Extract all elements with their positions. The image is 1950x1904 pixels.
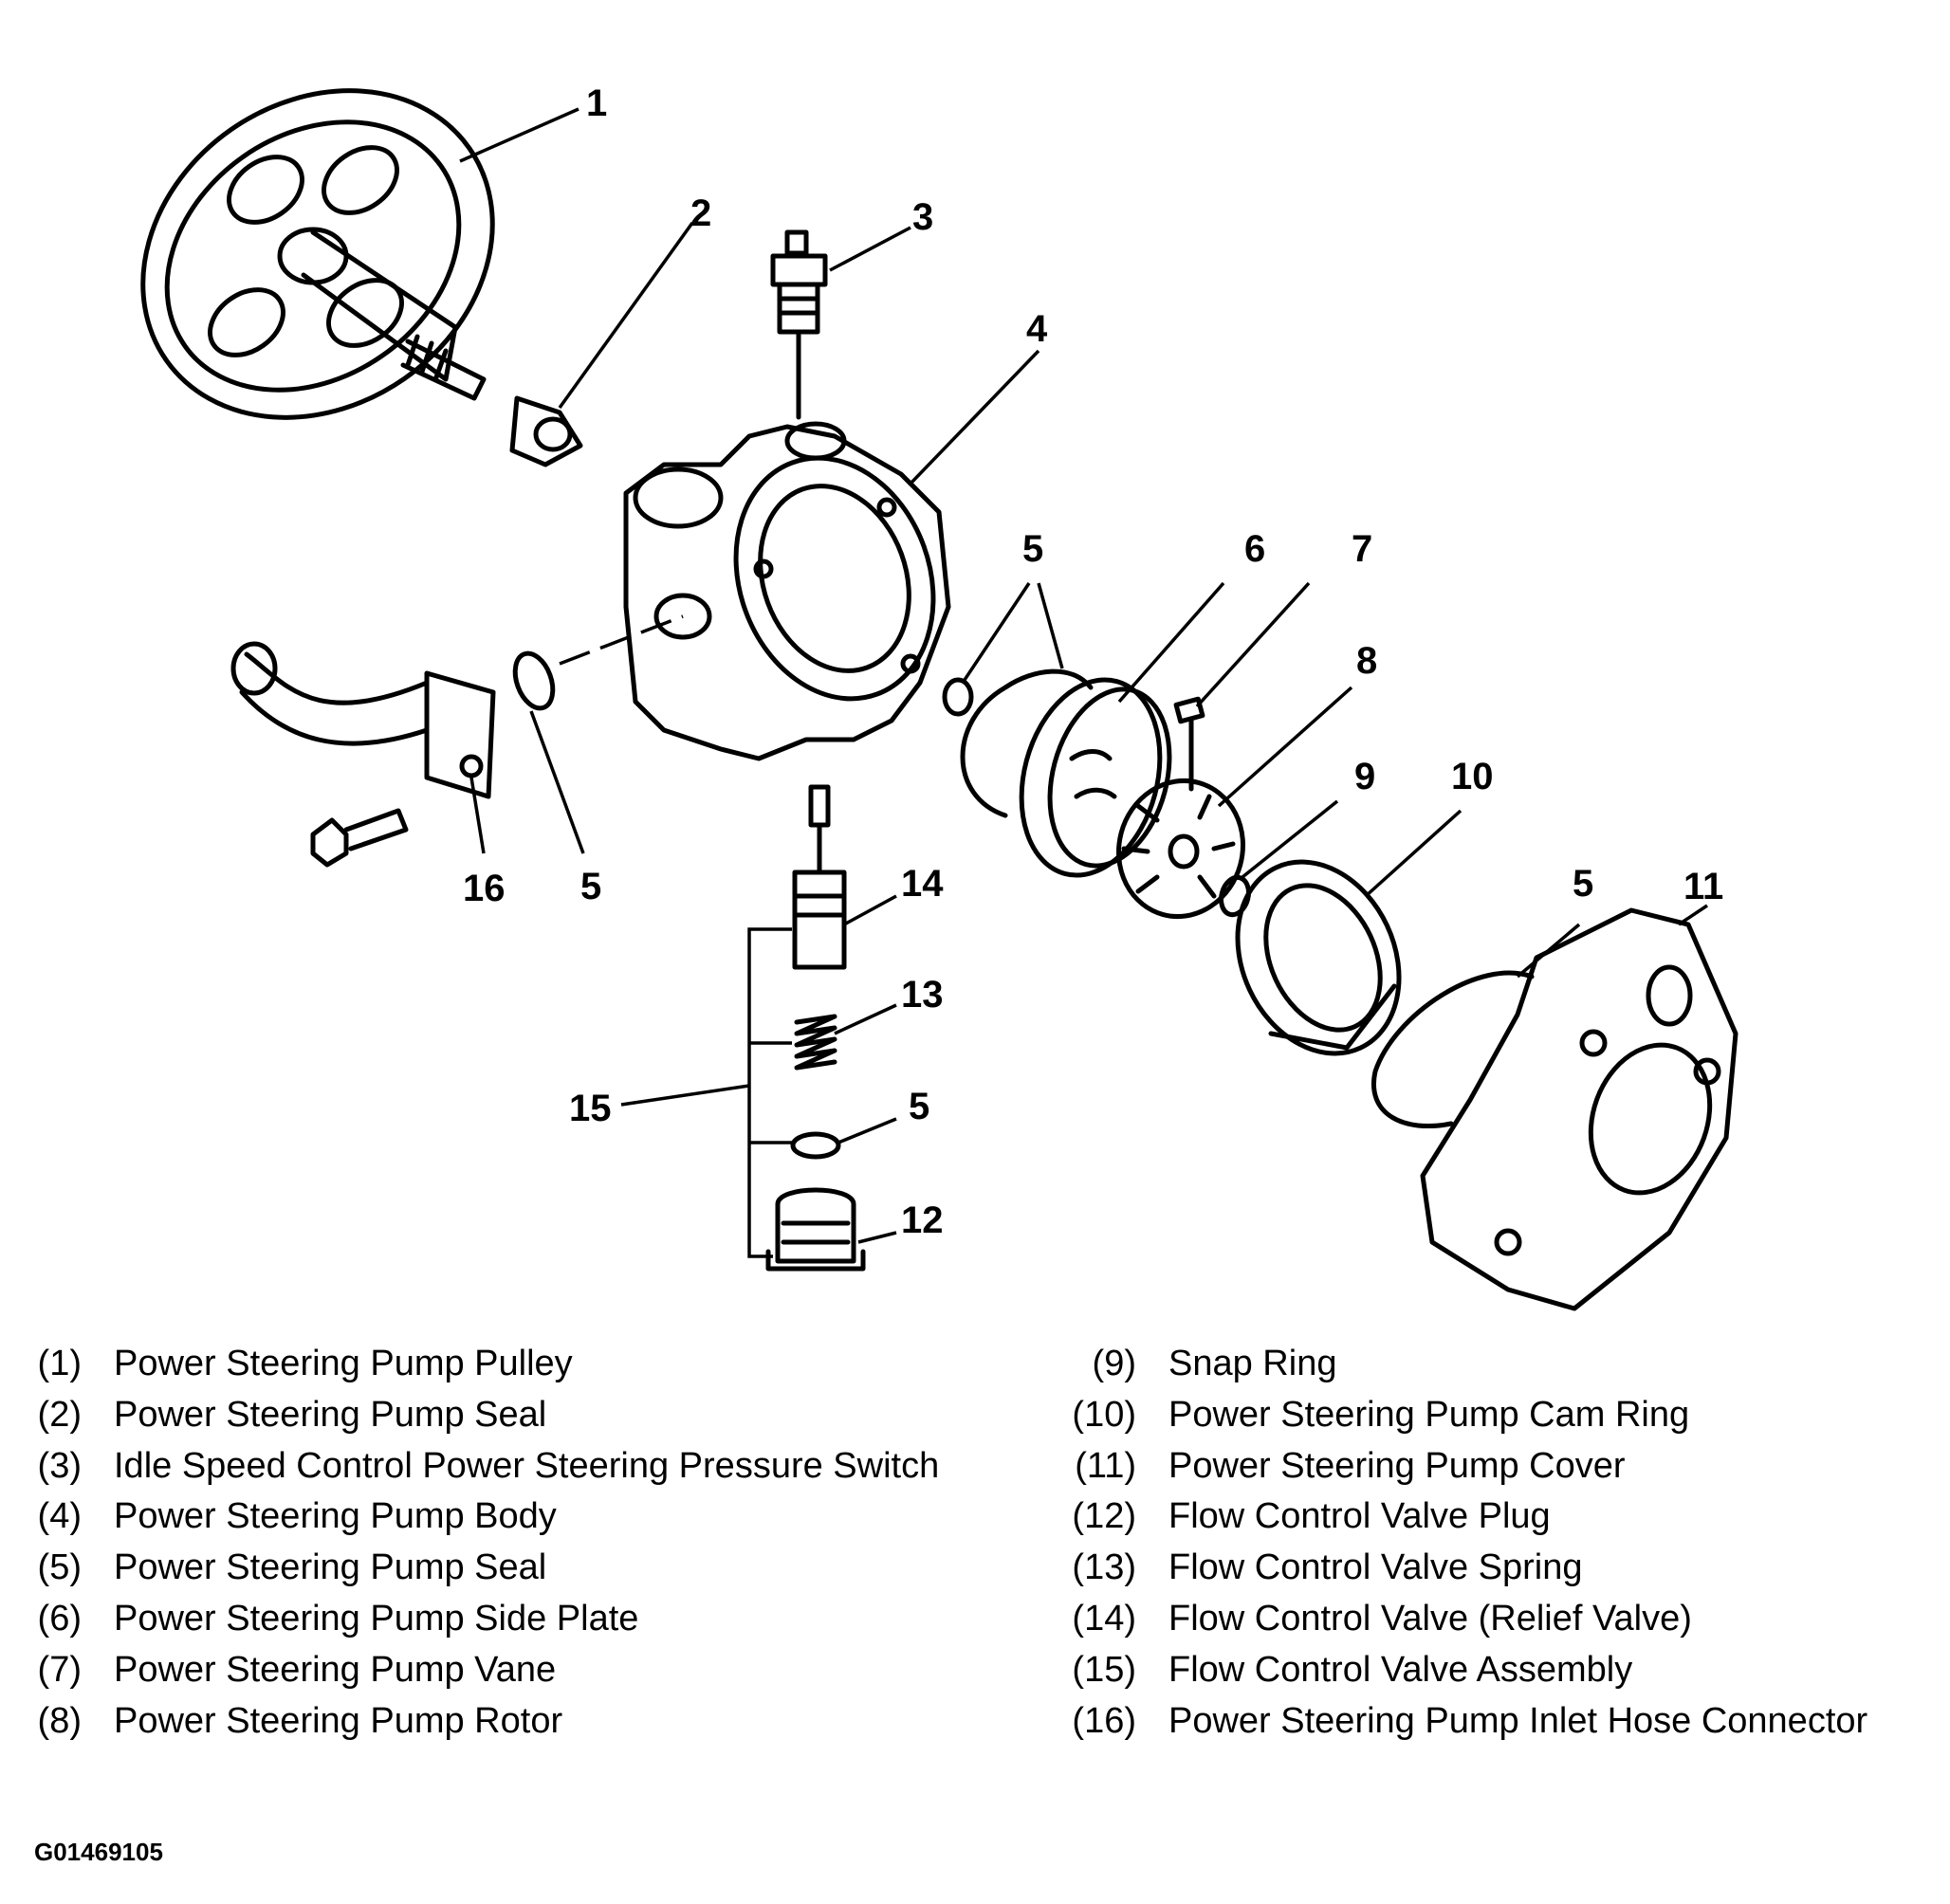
legend-item-text: Flow Control Valve Assembly <box>1168 1649 1633 1690</box>
legend-item-text: Flow Control Valve Spring <box>1168 1547 1583 1588</box>
flow-control-valve-drawing <box>765 784 866 1272</box>
legend-item-number: (7) <box>37 1649 82 1690</box>
legend-item: (16) Power Steering Pump Inlet Hose Conne… <box>1053 1700 1944 1742</box>
callout-5-left: 5 <box>580 866 601 907</box>
legend-item-number: (3) <box>37 1445 82 1486</box>
legend-item: (10) Power Steering Pump Cam Ring <box>1053 1394 1944 1436</box>
callout-5-center: 5 <box>1022 528 1043 570</box>
legend-item-number: (9) <box>1092 1344 1136 1383</box>
legend-item-text: Power Steering Pump Seal <box>114 1394 547 1435</box>
legend-item: (9) Snap Ring <box>1053 1344 1944 1384</box>
callout-12: 12 <box>901 1199 944 1241</box>
legend-item-text: Power Steering Pump Pulley <box>114 1344 573 1383</box>
legend-item-text: Power Steering Pump Vane <box>114 1649 557 1690</box>
pump-cover-drawing <box>1420 907 1738 1311</box>
callout-10: 10 <box>1451 756 1494 797</box>
legend-item-number: (8) <box>37 1700 82 1741</box>
pump-seal-2-drawing <box>509 395 583 467</box>
cam-ring-drawing <box>1235 859 1402 1056</box>
callout-4: 4 <box>1026 308 1048 350</box>
callout-7: 7 <box>1352 528 1372 570</box>
legend-left: (1) Power Steering Pump Pulley (2) Power St… <box>0 1344 948 1752</box>
legend-item-text: Power Steering Pump Seal <box>114 1547 547 1588</box>
legend-item-number: (16) <box>1072 1700 1136 1741</box>
legend-item-text: Power Steering Pump Side Plate <box>114 1598 639 1639</box>
seal-5-cover-drawing <box>1371 970 1535 1129</box>
vane-drawing <box>1173 696 1205 792</box>
legend-item: (13) Flow Control Valve Spring <box>1053 1547 1944 1588</box>
callout-5-valve: 5 <box>909 1086 929 1127</box>
legend-item-text: Power Steering Pump Body <box>114 1496 557 1537</box>
callout-13: 13 <box>901 974 944 1016</box>
leader-lines <box>459 107 1708 1258</box>
legend-item: (1) Power Steering Pump Pulley <box>0 1344 948 1384</box>
legend-item-number: (4) <box>37 1496 82 1537</box>
legend-item-text: Flow Control Valve Plug <box>1168 1496 1551 1537</box>
legend-item-number: (2) <box>37 1394 82 1435</box>
legend-item-number: (5) <box>37 1547 82 1588</box>
legend-item: (8) Power Steering Pump Rotor <box>0 1700 948 1742</box>
legend-item: (4) Power Steering Pump Body <box>0 1497 948 1537</box>
legend-item-number: (13) <box>1072 1547 1136 1588</box>
callout-11: 11 <box>1683 866 1723 907</box>
pressure-switch-drawing <box>770 229 828 420</box>
callout-3: 3 <box>912 196 933 238</box>
legend-item-number: (6) <box>37 1598 82 1639</box>
legend-right: (9) Snap Ring (10) Power Steering Pump Cam … <box>1053 1344 1944 1752</box>
legend-item: (12) Flow Control Valve Plug <box>1053 1497 1944 1537</box>
legend-item-number: (14) <box>1072 1598 1136 1639</box>
callout-16: 16 <box>463 868 506 909</box>
legend-item: (2) Power Steering Pump Seal <box>0 1394 948 1436</box>
legend-item: (6) Power Steering Pump Side Plate <box>0 1598 948 1639</box>
legend-item-number: (10) <box>1072 1394 1136 1435</box>
legend-item: (15) Flow Control Valve Assembly <box>1053 1649 1944 1691</box>
side-plate-drawing <box>1019 677 1172 878</box>
inlet-hose-connector-drawing <box>230 641 496 868</box>
legend-item-text: Power Steering Pump Inlet Hose Connector <box>1168 1700 1868 1741</box>
legend-item-text: Power Steering Pump Cover <box>1168 1445 1626 1486</box>
callout-8: 8 <box>1356 640 1377 682</box>
legend-item: (5) Power Steering Pump Seal <box>0 1547 948 1588</box>
legend-item-number: (12) <box>1072 1496 1136 1537</box>
callout-14: 14 <box>901 863 944 905</box>
rotor-drawing <box>1116 778 1245 920</box>
callout-15: 15 <box>569 1088 612 1129</box>
exploded-pump-diagram: 1 2 3 4 5 6 7 8 9 10 5 11 16 5 14 13 15 … <box>140 82 1738 1311</box>
legend-item-number: (1) <box>37 1344 82 1383</box>
legend-item-text: Flow Control Valve (Relief Valve) <box>1168 1598 1692 1639</box>
legend-item: (14) Flow Control Valve (Relief Valve) <box>1053 1598 1944 1639</box>
legend-item-text: Power Steering Pump Cam Ring <box>1168 1394 1690 1435</box>
figure-id: G01469105 <box>34 1838 163 1866</box>
legend-item-number: (11) <box>1075 1445 1136 1486</box>
legend-item-text: Idle Speed Control Power Steering Pressu… <box>114 1445 940 1486</box>
legend-item: (3) Idle Speed Control Power Steering Pre… <box>0 1445 948 1487</box>
legend-item-text: Snap Ring <box>1168 1344 1337 1383</box>
legend-item-number: (15) <box>1072 1649 1136 1690</box>
callout-9: 9 <box>1354 756 1375 797</box>
assembly-centerline <box>559 614 684 666</box>
callout-5-cover: 5 <box>1573 863 1593 905</box>
legend-item: (11) Power Steering Pump Cover <box>1053 1445 1944 1487</box>
legend-item-text: Power Steering Pump Rotor <box>114 1700 563 1741</box>
callout-2: 2 <box>690 192 711 234</box>
callout-1: 1 <box>586 82 607 124</box>
pump-pulley-drawing <box>140 88 495 420</box>
legend-item: (7) Power Steering Pump Vane <box>0 1649 948 1691</box>
callout-6: 6 <box>1244 528 1265 570</box>
seal-5-oring-left-drawing <box>512 650 556 711</box>
seal-5-rings-center-drawing <box>942 668 1094 818</box>
pump-body-drawing <box>623 421 951 761</box>
